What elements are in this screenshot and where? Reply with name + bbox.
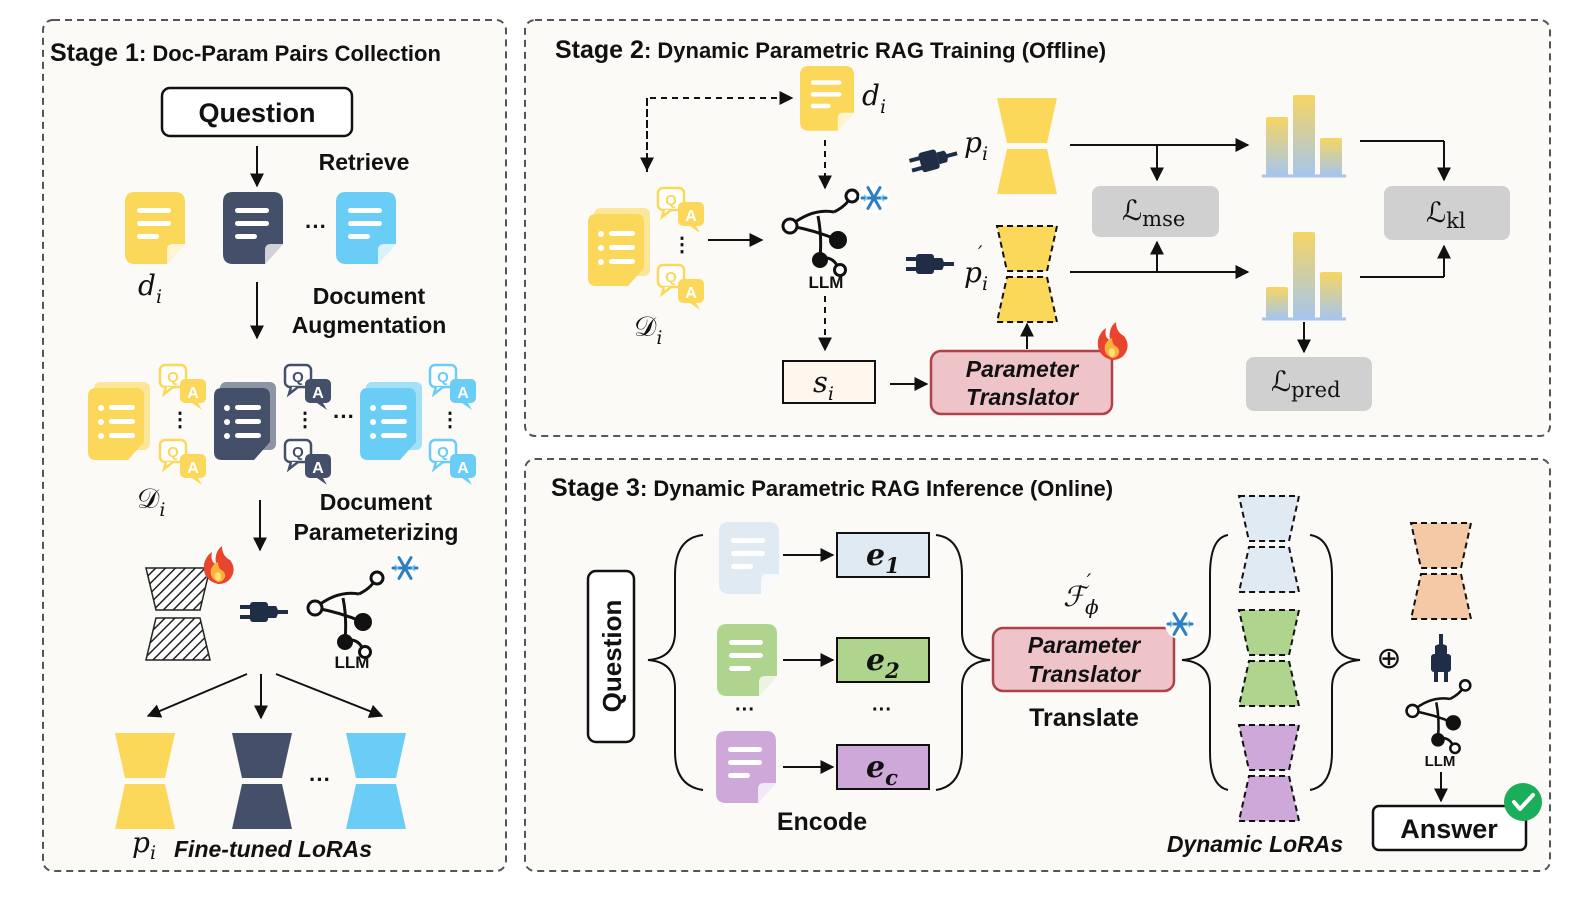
- arrow-to-lora-blue: [275, 673, 384, 718]
- retrieved-docs-ellipsis: ···: [305, 214, 327, 239]
- document-icon-green: [717, 624, 777, 696]
- svg-text:⋮: ⋮: [295, 409, 315, 431]
- stage2-panel: Stage 2: Dynamic Parametric RAG Training…: [524, 19, 1551, 437]
- s-i-label: si: [813, 365, 834, 405]
- right-brace-loras: [1309, 534, 1361, 791]
- question-box: [160, 86, 354, 138]
- loss-kl-box: [1384, 186, 1510, 240]
- stage3-title: Stage 3: Dynamic Parametric RAG Inferenc…: [551, 474, 1113, 502]
- llm-label-stage1: LLM: [335, 653, 370, 672]
- dynamic-loras-label: Dynamic LoRAs: [1167, 831, 1343, 857]
- snowflake-icon-stage3: [1163, 607, 1197, 641]
- stage2-title: Stage 2: Dynamic Parametric RAG Training…: [555, 36, 1106, 64]
- translate-label: Translate: [1029, 704, 1139, 732]
- stage3-panel: Stage 3: Dynamic Parametric RAG Inferenc…: [524, 458, 1551, 872]
- snowflake-icon-stage1: [388, 551, 422, 585]
- question-box-stage3: [586, 569, 636, 744]
- checkmark-icon: [1504, 783, 1542, 821]
- augmented-docs-navy: [214, 382, 276, 460]
- embedding-e2-box: [836, 637, 930, 683]
- left-brace: [647, 534, 704, 791]
- loss-mse-box: [1092, 186, 1219, 237]
- translator-label-line2-stage3: Translator: [1028, 661, 1141, 687]
- augmentation-label-line1: Document: [313, 283, 426, 309]
- retrieve-label: Retrieve: [319, 149, 410, 175]
- document-icon-yellow: [125, 192, 185, 264]
- embedding-ellipsis: ···: [872, 699, 892, 721]
- llm-label-stage3: LLM: [1425, 753, 1456, 770]
- arrow-to-lora-yellow: [146, 673, 248, 718]
- augmented-docs-yellow: [88, 382, 150, 460]
- lora-p-prime-stage2: [995, 225, 1059, 323]
- document-icon-navy: [223, 192, 283, 264]
- loss-kl-label: ℒkl: [1426, 196, 1466, 233]
- parameterizing-label-line2: Parameterizing: [294, 519, 459, 545]
- stage1-title: Stage 1: Doc-Param Pairs Collection: [50, 39, 441, 67]
- svg-text:⋮: ⋮: [672, 234, 692, 256]
- embedding-e2-label: e2: [866, 643, 900, 683]
- distribution-chart-top: [1262, 95, 1346, 178]
- parameterizing-label-line1: Document: [320, 489, 433, 515]
- lora-ellipsis: ···: [309, 767, 331, 792]
- d-i-label: di: [138, 269, 162, 308]
- parameter-translator-box-stage3: [991, 626, 1176, 693]
- p-i-label-stage1: pi: [132, 826, 156, 864]
- encode-label: Encode: [777, 808, 867, 836]
- question-label-stage3: Question: [597, 600, 627, 713]
- dynamic-lora-2: [1237, 609, 1301, 707]
- augmented-docs-blue: [360, 382, 422, 460]
- translator-label-line1-stage3: Parameter: [1028, 632, 1142, 658]
- embedding-ec-label: ec: [866, 750, 898, 790]
- translator-label-line1-stage2: Parameter: [966, 356, 1080, 382]
- parameter-translator-box-stage2: [929, 349, 1114, 416]
- svg-text:⋮: ⋮: [440, 409, 460, 431]
- loss-mse-label: ℒmse: [1122, 194, 1185, 231]
- right-brace-embeddings: [935, 534, 991, 791]
- snowflake-icon-stage2: [857, 181, 891, 215]
- docset-icon-stage2: [588, 208, 650, 286]
- D-i-label: 𝒟i: [137, 482, 165, 521]
- s-i-box: [782, 360, 876, 404]
- answer-label: Answer: [1400, 814, 1498, 844]
- p-i-label-stage2: pi: [964, 126, 988, 165]
- distribution-chart-bottom: [1262, 232, 1346, 321]
- svg-text:⋮: ⋮: [170, 409, 190, 431]
- loss-pred-box: [1246, 357, 1372, 411]
- augmentation-label-line2: Augmentation: [292, 312, 447, 338]
- doc-ellipsis-stage3: ···: [735, 699, 755, 721]
- embedding-e1-box: [836, 532, 930, 578]
- p-prime-label-stage2: pi′: [964, 241, 988, 295]
- augmented-ellipsis: ···: [333, 404, 355, 429]
- answer-box: [1371, 804, 1528, 852]
- document-icon-pale: [719, 522, 779, 594]
- finetuned-loras-label: Fine-tuned LoRAs: [174, 836, 372, 862]
- translator-label-line2-stage2: Translator: [966, 384, 1079, 410]
- hatched-lora: [145, 567, 211, 661]
- loss-pred-label: ℒpred: [1271, 365, 1341, 402]
- D-i-label-stage2: 𝒟i: [634, 310, 662, 349]
- document-icon-purple: [716, 731, 776, 803]
- oplus-symbol: ⊕: [1376, 642, 1401, 675]
- stage1-panel: Stage 1: Doc-Param Pairs Collection Ques…: [42, 19, 507, 872]
- document-icon-stage2: [800, 66, 855, 131]
- document-icon-blue: [336, 192, 396, 264]
- dynamic-lora-c: [1237, 724, 1301, 822]
- llm-label-stage2: LLM: [809, 273, 844, 292]
- left-brace-loras: [1181, 534, 1229, 791]
- merged-lora: [1409, 522, 1473, 620]
- embedding-ec-box: [836, 744, 930, 790]
- dynamic-lora-1: [1237, 495, 1301, 593]
- embedding-e1-label: e1: [866, 538, 900, 578]
- d-i-label-stage2: di: [862, 79, 886, 118]
- question-label: Question: [198, 98, 315, 128]
